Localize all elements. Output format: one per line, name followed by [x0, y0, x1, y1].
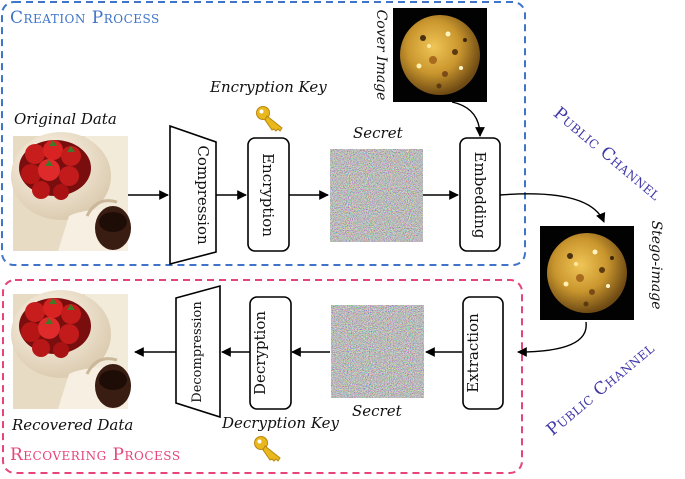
recovering-process-frame [2, 279, 523, 474]
secret-bottom-noise-image [330, 304, 425, 399]
embedding-label: Embedding [471, 152, 489, 239]
decompression-label: Decompression [190, 301, 205, 403]
compression-block [169, 124, 217, 266]
encryption-key-icon [256, 106, 283, 132]
secret-top-label: Secret [353, 124, 404, 142]
extraction-label: Extraction [464, 313, 482, 393]
recovered-data-label: Recovered Data [11, 416, 133, 434]
stego-image-label: Stego-image [648, 221, 664, 310]
secret-bottom-label: Secret [352, 402, 403, 420]
original-data-image [9, 130, 133, 253]
creation-process-title: Creation Process [10, 8, 160, 28]
cover-image-label: Cover Image [373, 10, 389, 101]
encryption-key-label: Encryption Key [209, 78, 327, 96]
encryption-label: Encryption [259, 153, 277, 237]
creation-process-frame [1, 1, 526, 266]
decompression-block [175, 284, 221, 419]
public-channel-bottom-label: Public Channel [543, 338, 659, 440]
recovering-process-title: Recovering Process [10, 445, 181, 465]
arrow-cover-to-embedding [451, 101, 485, 137]
decryption-label: Decryption [251, 311, 269, 395]
compression-label: Compression [194, 145, 212, 245]
decryption-block [249, 296, 292, 410]
decryption-key-icon [254, 436, 281, 462]
arrow-channel-to-extraction [517, 321, 587, 357]
public-channel-top-label: Public Channel [549, 103, 665, 205]
arrow-embedding-to-channel [499, 193, 606, 223]
recovered-data-image [9, 288, 133, 411]
stego-image-photo [540, 226, 634, 320]
secret-top-noise-image [329, 148, 424, 243]
original-data-label: Original Data [14, 110, 117, 128]
cover-image-photo [393, 8, 487, 102]
decryption-key-label: Decryption Key [221, 414, 340, 432]
extraction-block [462, 296, 504, 410]
